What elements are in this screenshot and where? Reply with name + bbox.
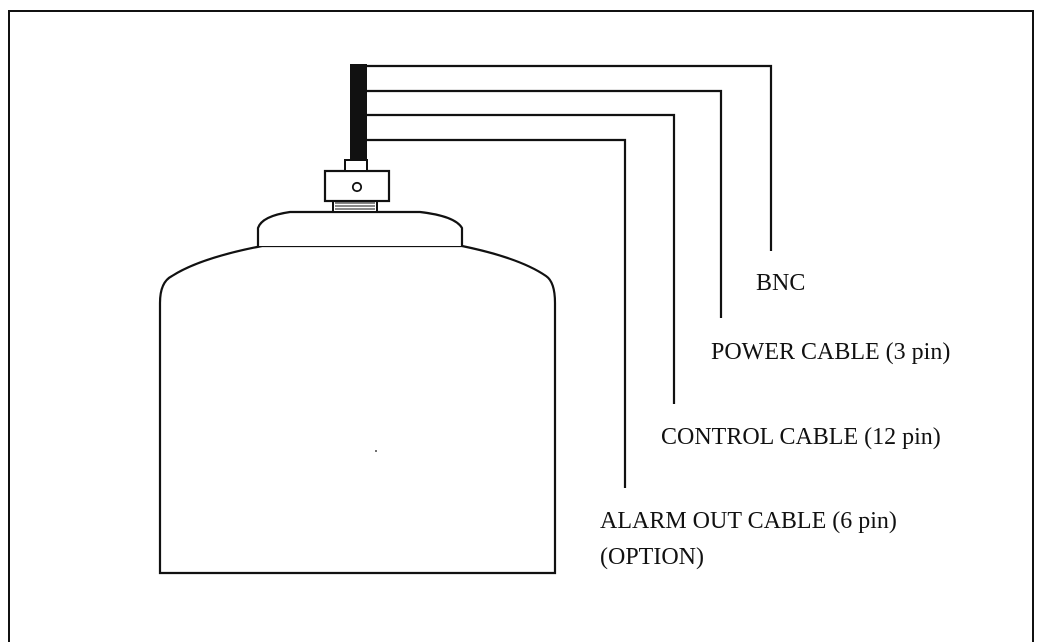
bnc-cable-line xyxy=(367,64,773,251)
cable-bundle xyxy=(350,64,367,161)
scan-speck xyxy=(375,450,377,452)
alarm-cable-line xyxy=(367,138,627,488)
power-cable-label: POWER CABLE (3 pin) xyxy=(711,339,951,365)
cable-clamp xyxy=(344,159,368,172)
diagram-frame xyxy=(8,10,1034,642)
bnc-label: BNC xyxy=(756,270,806,296)
alarm-option-label: (OPTION) xyxy=(600,544,704,570)
connector-screw-icon xyxy=(351,181,363,193)
control-cable-label: CONTROL CABLE (12 pin) xyxy=(661,424,941,450)
camera-threaded-neck xyxy=(332,199,378,213)
camera-housing-body xyxy=(158,244,557,575)
alarm-cable-label: ALARM OUT CABLE (6 pin) xyxy=(600,508,897,534)
power-cable-line xyxy=(367,89,723,318)
control-cable-line xyxy=(367,113,676,404)
camera-top-cap xyxy=(256,210,464,246)
